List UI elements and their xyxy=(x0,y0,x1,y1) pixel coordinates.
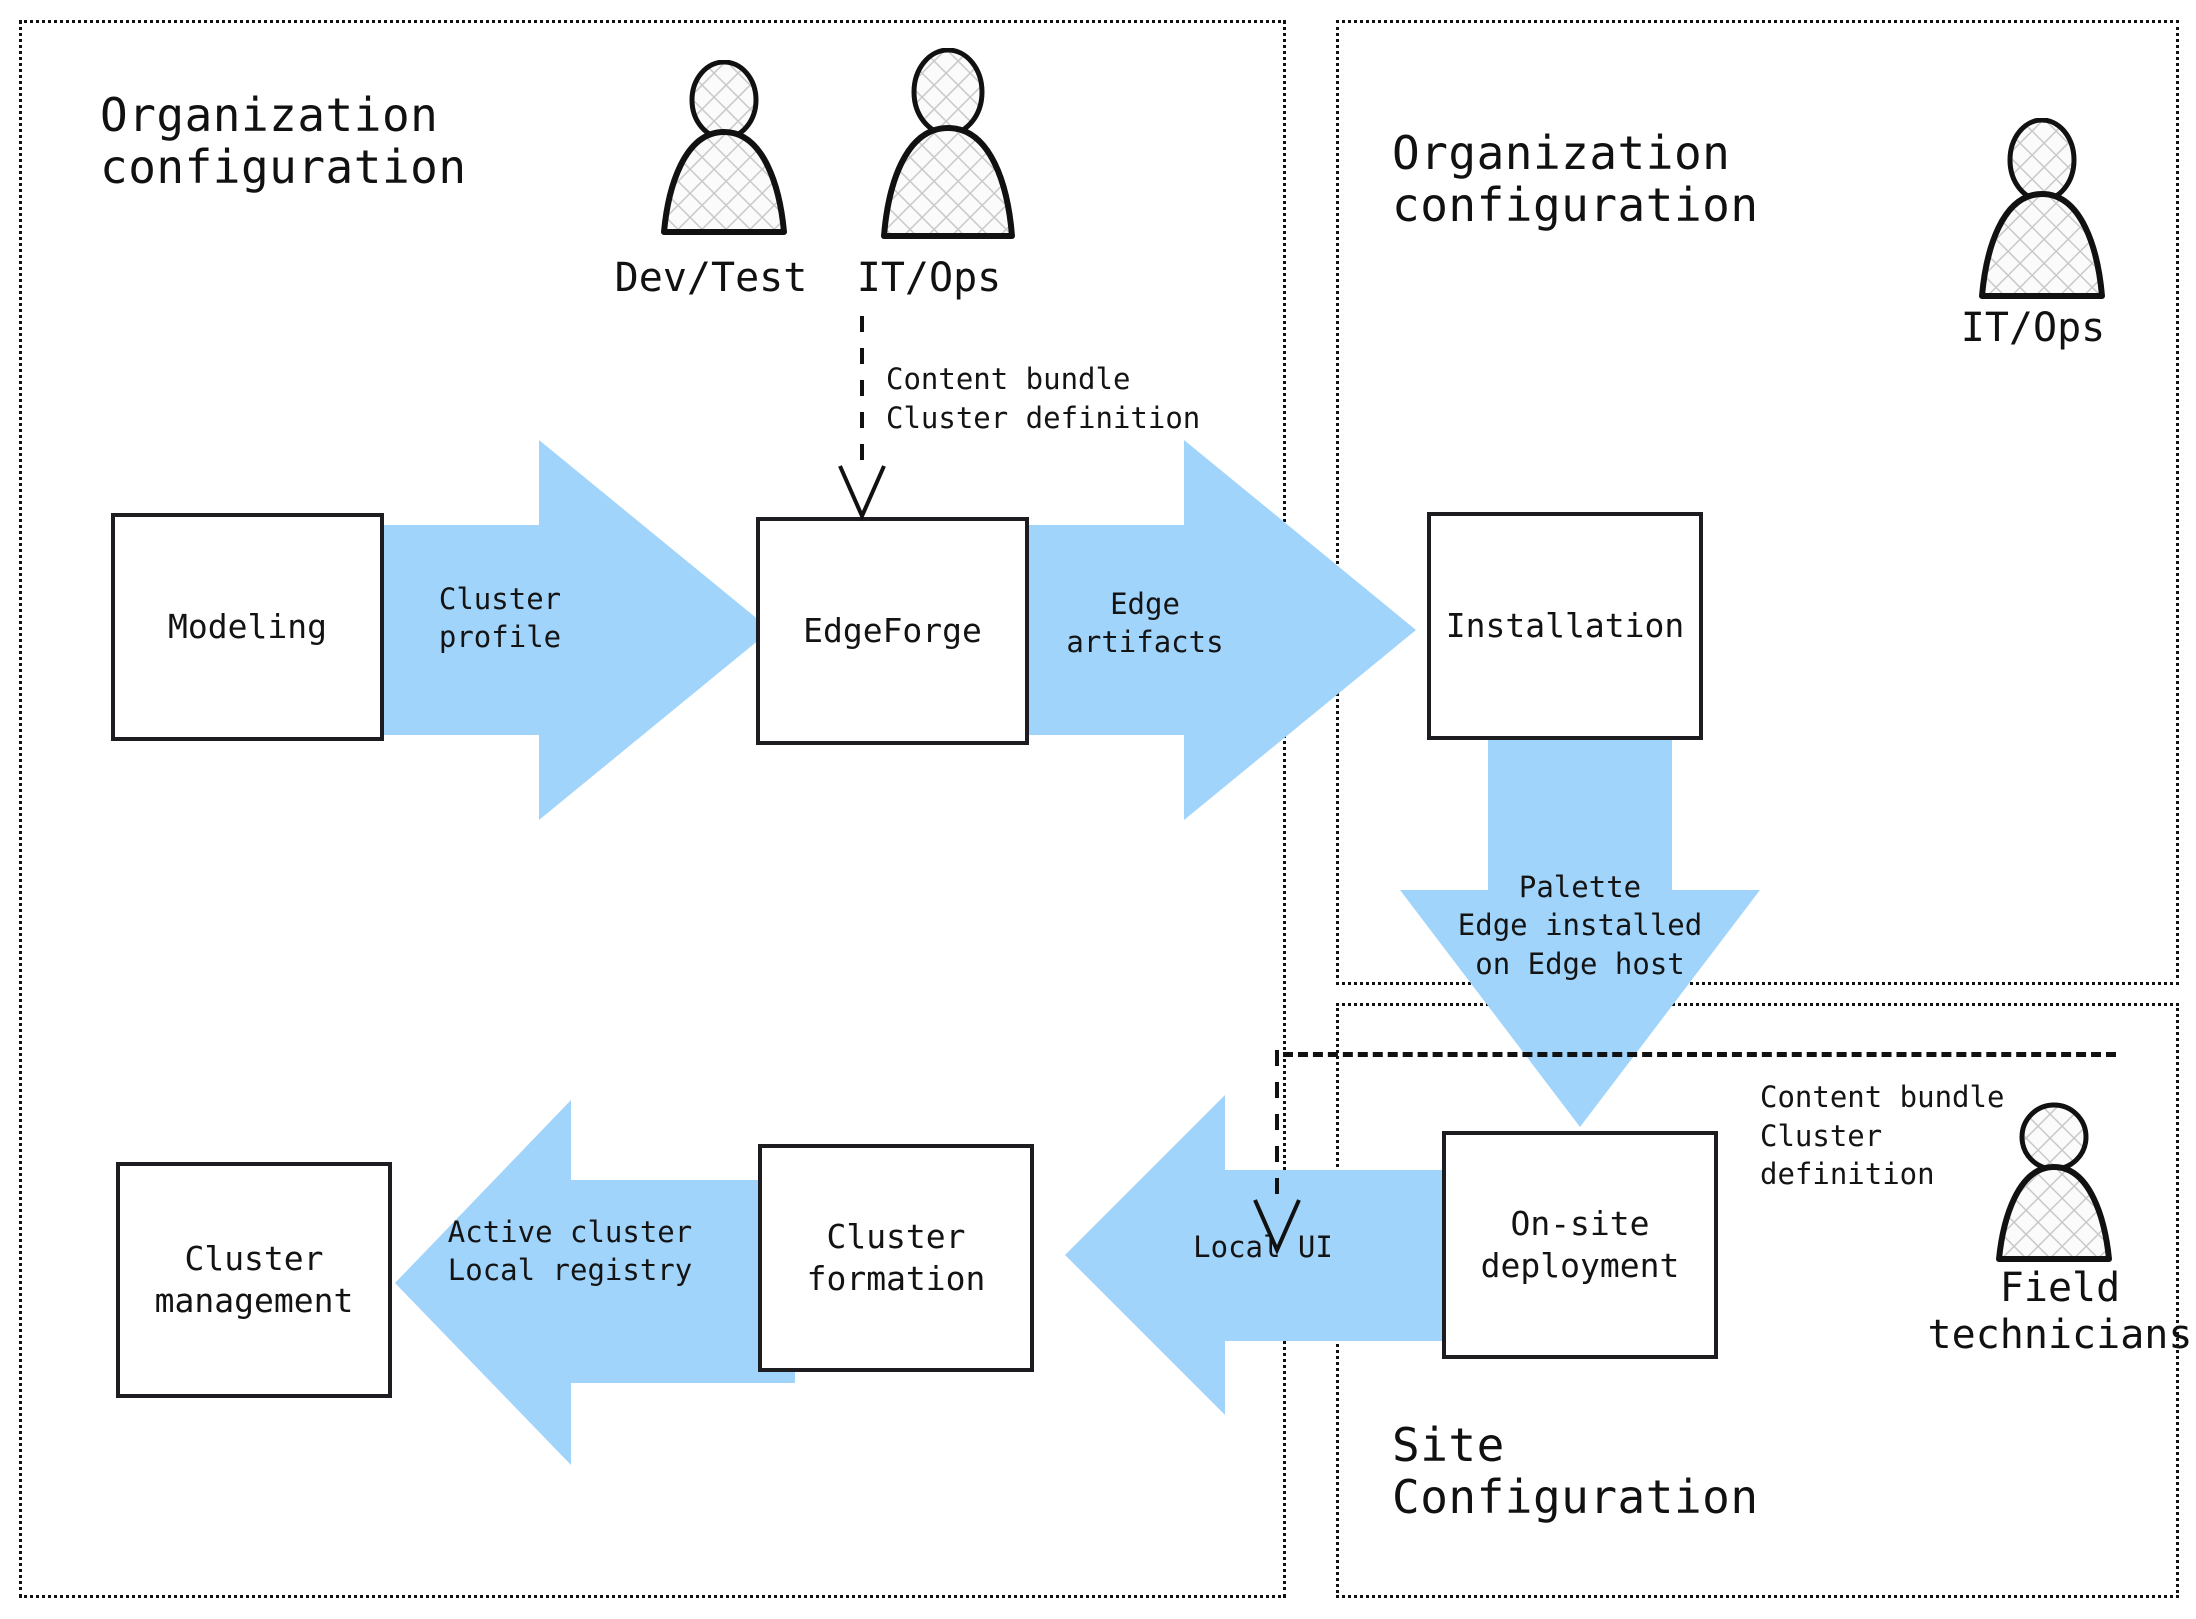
person-icon-it-ops-right xyxy=(1972,118,2112,303)
person-icon-field-technicians xyxy=(1990,1101,2118,1266)
person-icon-it-ops-left xyxy=(874,48,1022,243)
annotation-content-bundle-site: Content bundle Cluster definition xyxy=(1760,1080,2005,1192)
arrow-edge-artifacts xyxy=(1026,440,1416,820)
arrow-local-ui xyxy=(1065,1095,1460,1415)
annotation-content-bundle-top: Content bundle Cluster definition xyxy=(886,362,1201,435)
box-modeling[interactable]: Modeling xyxy=(111,513,384,741)
box-installation[interactable]: Installation xyxy=(1427,512,1703,740)
panel-title-organization-left: Organization configuration xyxy=(100,88,467,194)
panel-title-site-configuration: Site Configuration xyxy=(1392,1418,1759,1524)
dashed-connector-content-bundle xyxy=(838,316,886,521)
person-label-field-technicians: Field technicians xyxy=(1927,1265,2193,1359)
box-cluster-management[interactable]: Cluster management xyxy=(116,1162,392,1398)
person-label-it-ops-right: IT/Ops xyxy=(1960,305,2106,351)
site-boundary-rule xyxy=(1283,1052,2116,1057)
dashed-connector-local-ui xyxy=(1253,1050,1301,1255)
arrow-palette-edge-installed xyxy=(1400,737,1760,1127)
panel-organization-configuration-left xyxy=(19,20,1286,1598)
panel-organization-configuration-right xyxy=(1336,20,2179,985)
panel-title-organization-right: Organization configuration xyxy=(1392,126,1759,232)
person-label-it-ops-left: IT/Ops xyxy=(856,255,1002,301)
box-edgeforge[interactable]: EdgeForge xyxy=(756,517,1029,745)
box-cluster-formation[interactable]: Cluster formation xyxy=(758,1144,1034,1372)
arrow-cluster-profile xyxy=(381,440,771,820)
person-label-dev-test: Dev/Test xyxy=(614,255,808,301)
person-icon-dev-test xyxy=(654,60,794,240)
arrow-active-cluster xyxy=(395,1100,795,1465)
box-onsite-deployment[interactable]: On-site deployment xyxy=(1442,1131,1718,1359)
